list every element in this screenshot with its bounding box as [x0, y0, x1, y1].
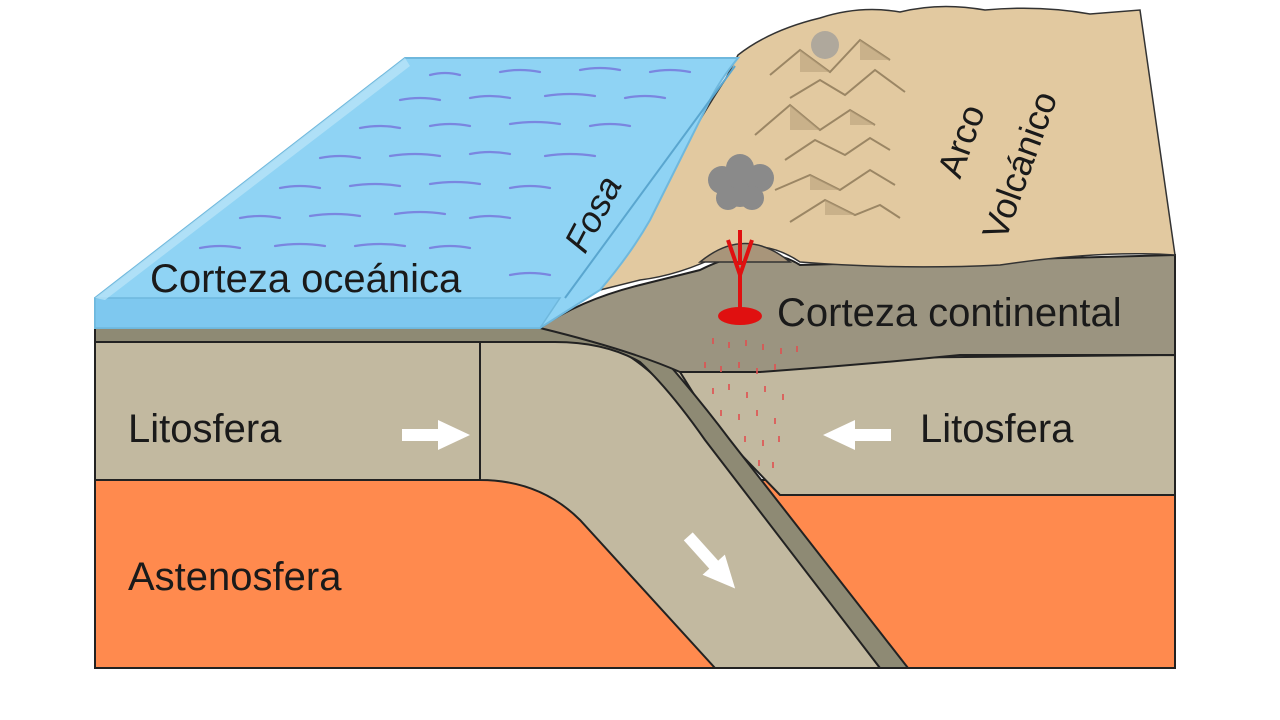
label-lithosphere-right: Litosfera	[920, 407, 1074, 451]
label-asthenosphere: Astenosfera	[128, 555, 342, 599]
magma-chamber	[718, 307, 762, 325]
arrow-right-icon	[402, 420, 470, 450]
label-lithosphere-left: Litosfera	[128, 407, 282, 451]
mountain-shading	[790, 40, 890, 215]
label-oceanic-crust: Corteza oceánica	[150, 257, 462, 301]
ocean-waves	[198, 66, 692, 277]
arrow-down-right-icon	[683, 532, 736, 589]
ocean-surface	[94, 57, 741, 329]
trench-line	[564, 65, 736, 299]
ash-cloud-icon	[708, 154, 774, 210]
melt-droplets	[704, 338, 798, 468]
continental-crust-layer	[537, 252, 1176, 373]
distant-ash-cloud-icon	[811, 31, 839, 59]
ocean-front-face	[94, 297, 562, 329]
label-continental-crust: Corteza continental	[777, 291, 1122, 335]
arrow-left-icon	[823, 420, 891, 450]
ocean-side-edge	[95, 58, 410, 300]
magma-conduit	[726, 230, 754, 310]
